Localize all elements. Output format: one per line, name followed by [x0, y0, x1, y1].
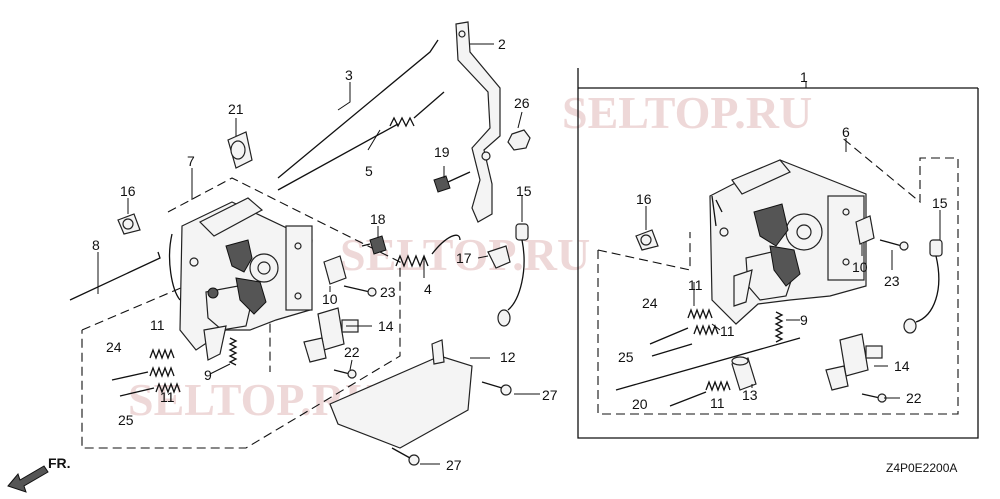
callout-18: 18	[370, 211, 386, 227]
screw-25-right	[651, 343, 693, 357]
callout-24-right: 24	[642, 295, 658, 311]
callout-15-right: 15	[932, 195, 948, 211]
callout-11-right-b: 11	[720, 323, 735, 339]
screw-22-left	[333, 369, 357, 379]
lever-2	[455, 21, 501, 223]
callout-13: 13	[742, 387, 758, 403]
callout-11-right-c: 11	[710, 395, 725, 411]
callout-9-left: 9	[204, 367, 212, 383]
screw-24-left	[111, 371, 149, 381]
spring-9-left	[228, 337, 238, 366]
bolt-19	[433, 171, 471, 193]
rod-8	[69, 251, 161, 301]
callout-15-left: 15	[516, 183, 532, 199]
callout-17: 17	[456, 250, 472, 266]
callout-19: 19	[434, 144, 450, 160]
callout-23-left: 23	[380, 284, 396, 300]
bolt-27-lower	[391, 447, 420, 466]
callout-numbers: 1 2 3 4 5 6 7 8 9 9 10 10 11 11 11 11 11…	[92, 36, 948, 473]
sleeve-13	[731, 356, 757, 391]
callout-24-left: 24	[106, 339, 122, 355]
spring-9-right	[774, 311, 784, 343]
direction-label: FR.	[48, 455, 71, 471]
wire-15-left	[497, 223, 529, 327]
sub-outline-line	[615, 337, 801, 391]
control-plate-left	[168, 197, 313, 361]
wire-15-right	[903, 239, 943, 334]
group-outline-6	[597, 135, 959, 415]
springs-11-right	[687, 308, 719, 336]
callout-1: 1	[800, 69, 808, 85]
bracket-10-left	[323, 255, 347, 285]
switch-14-right	[825, 333, 883, 391]
callout-22-right: 22	[906, 390, 922, 406]
callout-21: 21	[228, 101, 244, 117]
callout-22-left: 22	[344, 344, 360, 360]
callout-9-right: 9	[800, 312, 808, 328]
control-plate-right	[709, 159, 867, 325]
screw-23-right	[879, 239, 909, 251]
callout-6: 6	[842, 124, 850, 140]
spring-5	[389, 91, 445, 128]
callout-10-right: 10	[852, 259, 868, 275]
spring-11-lower-right	[705, 380, 731, 392]
screw-23-left	[343, 285, 377, 297]
screw-22-right	[861, 393, 887, 403]
switch-14-left	[303, 307, 359, 363]
bracket-10-right	[855, 215, 875, 245]
screw-20	[669, 391, 707, 407]
callout-27-upper: 27	[542, 387, 558, 403]
callout-2: 2	[498, 36, 506, 52]
group-outline-7	[81, 177, 401, 449]
callout-5: 5	[365, 163, 373, 179]
callout-12: 12	[500, 349, 516, 365]
cable-5	[277, 123, 399, 191]
callout-25-right: 25	[618, 349, 634, 365]
nut-26	[507, 129, 531, 151]
callout-14-right: 14	[894, 358, 910, 374]
screw-25-left	[119, 387, 155, 397]
callout-26: 26	[514, 95, 530, 111]
watermark-top: SELTOP.RU	[562, 87, 812, 138]
callout-20: 20	[632, 396, 648, 412]
clip-16-right	[635, 229, 659, 251]
callout-25-left: 25	[118, 412, 134, 428]
callout-23-right: 23	[884, 273, 900, 289]
callout-16-right: 16	[636, 191, 652, 207]
callout-16-left: 16	[120, 183, 136, 199]
callout-11-right-a: 11	[688, 277, 703, 293]
clamp-21	[227, 131, 253, 169]
callout-10-left: 10	[322, 291, 338, 307]
clip-16-left	[117, 213, 141, 235]
group-outline-6-inner	[597, 232, 691, 271]
screw-24-right	[649, 327, 689, 345]
callout-11-left-b: 11	[160, 389, 175, 405]
cable-3	[277, 39, 439, 179]
clip-17	[487, 245, 511, 269]
bolt-27-upper	[481, 381, 512, 396]
cover-12	[329, 339, 473, 449]
callout-4: 4	[424, 281, 432, 297]
callout-7: 7	[187, 153, 195, 169]
frame-1	[577, 68, 979, 439]
callout-27-lower: 27	[446, 457, 462, 473]
callout-14-left: 14	[378, 318, 394, 334]
springs-11-left	[149, 348, 181, 394]
spring-4	[395, 234, 461, 268]
diagram-code: Z4P0E2200A	[886, 461, 957, 475]
leader-lines	[97, 43, 941, 465]
front-direction-arrow: FR.	[7, 455, 71, 493]
callout-3: 3	[345, 67, 353, 83]
callout-11-left-a: 11	[150, 317, 165, 333]
callout-8: 8	[92, 237, 100, 253]
